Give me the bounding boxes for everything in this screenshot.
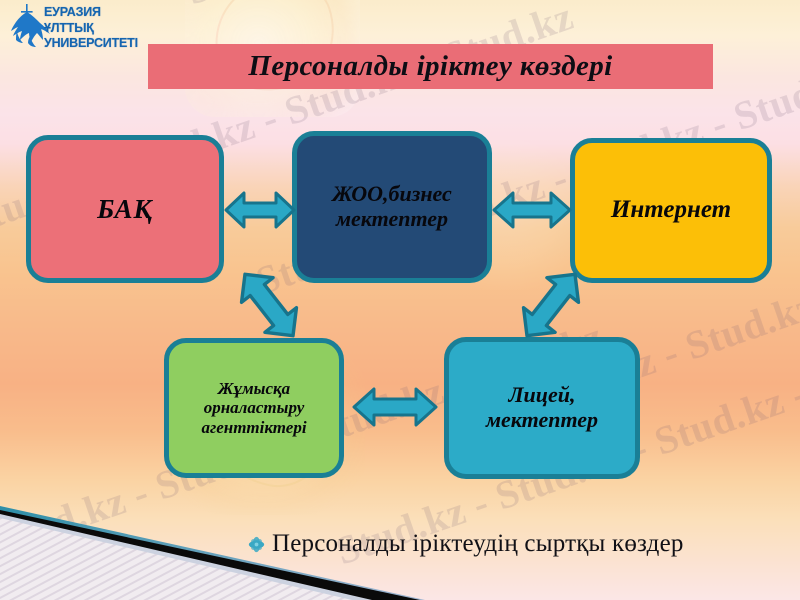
diagram-node-label: ЖОО,бизнес мектептер — [332, 181, 452, 231]
flower-bullet-icon — [248, 536, 265, 552]
caption-row: Персоналды іріктеудің сыртқы көздер — [248, 530, 684, 558]
double-arrow-horizontal-icon — [352, 387, 438, 427]
logo-text-block: ЕУРАЗИЯ ҰЛТТЫҚ УНИВЕРСИТЕТІ — [44, 5, 138, 52]
double-arrow-horizontal-icon — [492, 191, 572, 229]
diagram-node-lyceum[interactable]: Лицей, мектептер — [444, 337, 640, 479]
page-title: Персоналды іріктеу көздері — [248, 50, 613, 82]
caption-text: Персоналды іріктеудің сыртқы көздер — [272, 530, 684, 557]
logo-line-3: УНИВЕРСИТЕТІ — [44, 36, 138, 50]
title-banner: Персоналды іріктеу көздері — [148, 44, 713, 89]
diagram-node-zhoo[interactable]: ЖОО,бизнес мектептер — [292, 131, 492, 283]
eurasian-national-university-logo: ЕУРАЗИЯ ҰЛТТЫҚ УНИВЕРСИТЕТІ — [6, 2, 146, 54]
logo-line-1: ЕУРАЗИЯ — [44, 5, 101, 19]
diagram-node-label: БАҚ — [97, 193, 153, 224]
diagram-node-bak[interactable]: БАҚ — [26, 135, 224, 283]
diagram-node-label: Жұмысқа орналастыру агенттіктері — [201, 379, 307, 437]
diagram-node-label: Лицей, мектептер — [485, 382, 599, 432]
watermark-text: Stud.kz - Stud.kz - Stud.kz - Stud.kz — [180, 0, 799, 14]
diagram-node-internet[interactable]: Интернет — [570, 138, 772, 283]
logo-line-2: ҰЛТТЫҚ — [44, 20, 94, 35]
double-arrow-horizontal-icon — [224, 191, 296, 229]
diagram-node-agency[interactable]: Жұмысқа орналастыру агенттіктері — [164, 338, 344, 478]
winged-horse-icon — [11, 4, 50, 47]
diagram-node-label: Интернет — [610, 196, 732, 224]
